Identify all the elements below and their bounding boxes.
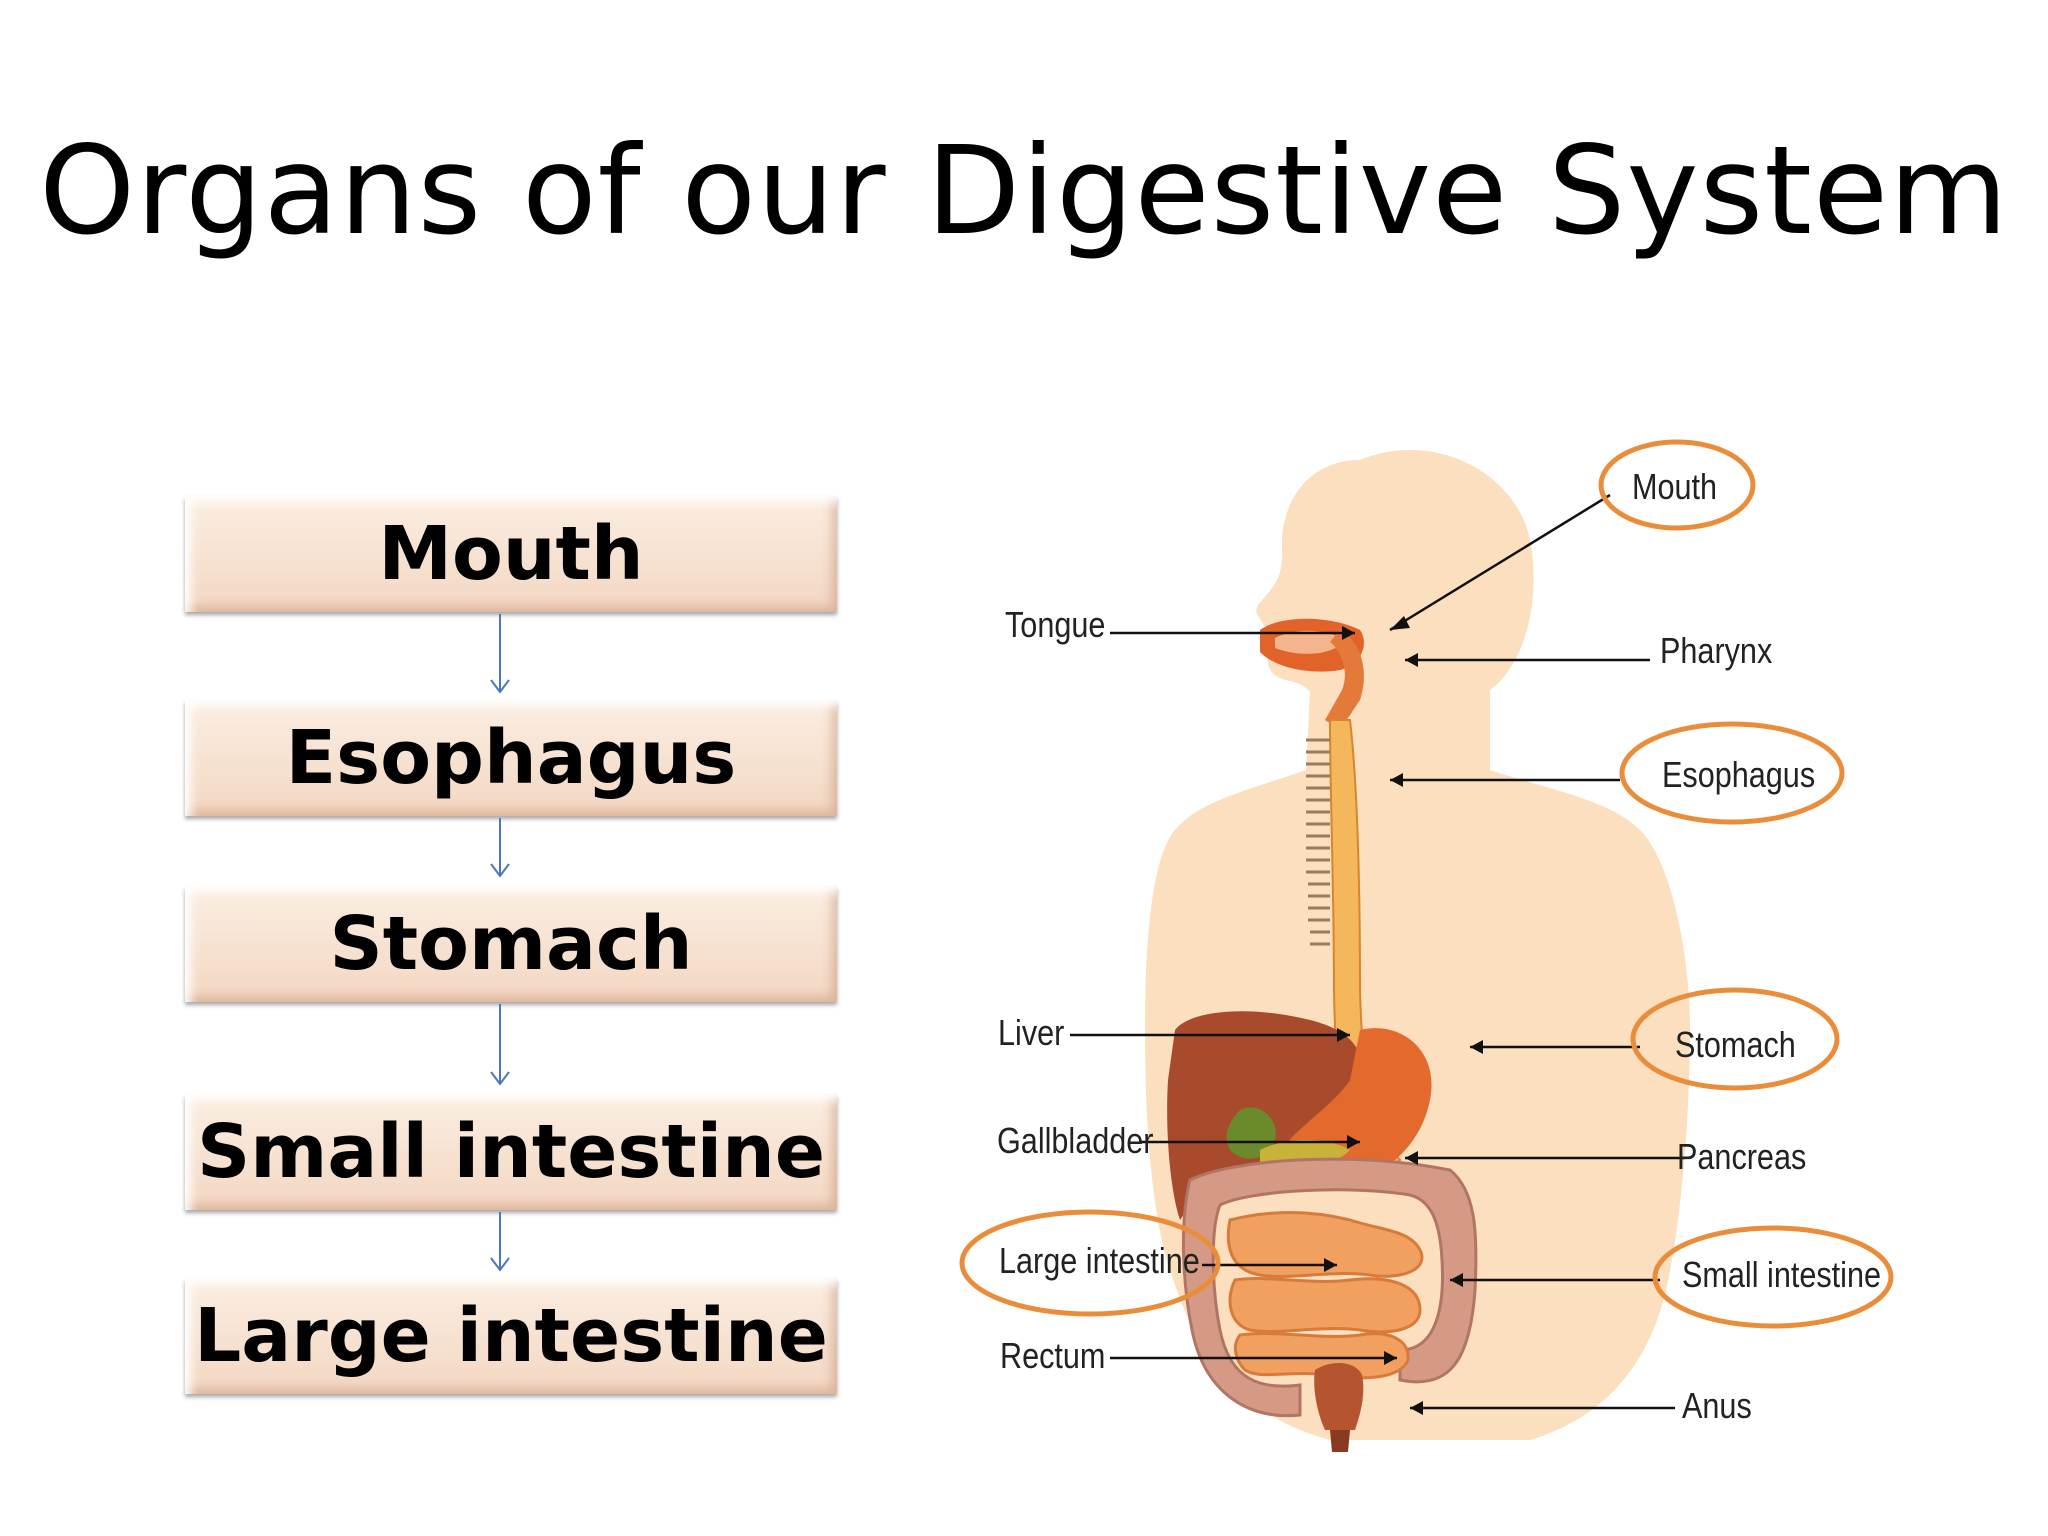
highlight-stomach	[1630, 987, 1840, 1091]
highlight-mouth	[1598, 439, 1756, 531]
flow-arrow-4	[490, 1212, 510, 1272]
label-large-intestine: Large intestine	[999, 1240, 1200, 1281]
highlight-large-intestine	[959, 1209, 1221, 1317]
digestive-system-illustration	[959, 439, 1894, 1452]
trachea	[1306, 738, 1330, 946]
flow-arrow-2	[490, 818, 510, 878]
small-intestine-shape	[1226, 1211, 1424, 1380]
flow-arrow-3	[490, 1004, 510, 1086]
leader-lines	[1070, 493, 1685, 1410]
label-anus: Anus	[1682, 1385, 1752, 1426]
label-liver: Liver	[998, 1012, 1065, 1053]
label-gallbladder: Gallbladder	[997, 1120, 1154, 1161]
flow-chart: Mouth Esophagus Stomach Small intestine …	[0, 0, 900, 1536]
slide-title: Organs of our Digestive System	[39, 120, 2009, 262]
label-stomach: Stomach	[1675, 1024, 1796, 1065]
label-small-intestine: Small intestine	[1682, 1254, 1881, 1295]
flow-step-small-intestine: Small intestine	[185, 1094, 837, 1210]
label-tongue: Tongue	[1005, 604, 1106, 645]
label-esophagus: Esophagus	[1662, 754, 1816, 795]
gallbladder-shape	[1226, 1107, 1276, 1159]
label-pharynx: Pharynx	[1660, 630, 1773, 671]
rectum-shape	[1314, 1363, 1364, 1430]
label-rectum: Rectum	[1000, 1335, 1106, 1376]
flow-arrow-1	[490, 614, 510, 694]
pharynx-shape	[1325, 630, 1364, 730]
leader-arrowheads	[1324, 616, 1483, 1415]
highlight-small-intestine	[1652, 1225, 1894, 1329]
flow-step-large-intestine: Large intestine	[185, 1278, 837, 1394]
highlight-esophagus	[1619, 721, 1845, 825]
body-silhouette	[1145, 450, 1690, 1440]
highlight-circles	[959, 439, 1894, 1329]
flow-step-mouth: Mouth	[185, 496, 837, 612]
label-pancreas: Pancreas	[1677, 1136, 1807, 1177]
flow-step-stomach: Stomach	[185, 886, 837, 1002]
label-mouth: Mouth	[1632, 466, 1718, 507]
anus-shape	[1330, 1430, 1350, 1452]
flow-step-esophagus: Esophagus	[185, 700, 837, 816]
